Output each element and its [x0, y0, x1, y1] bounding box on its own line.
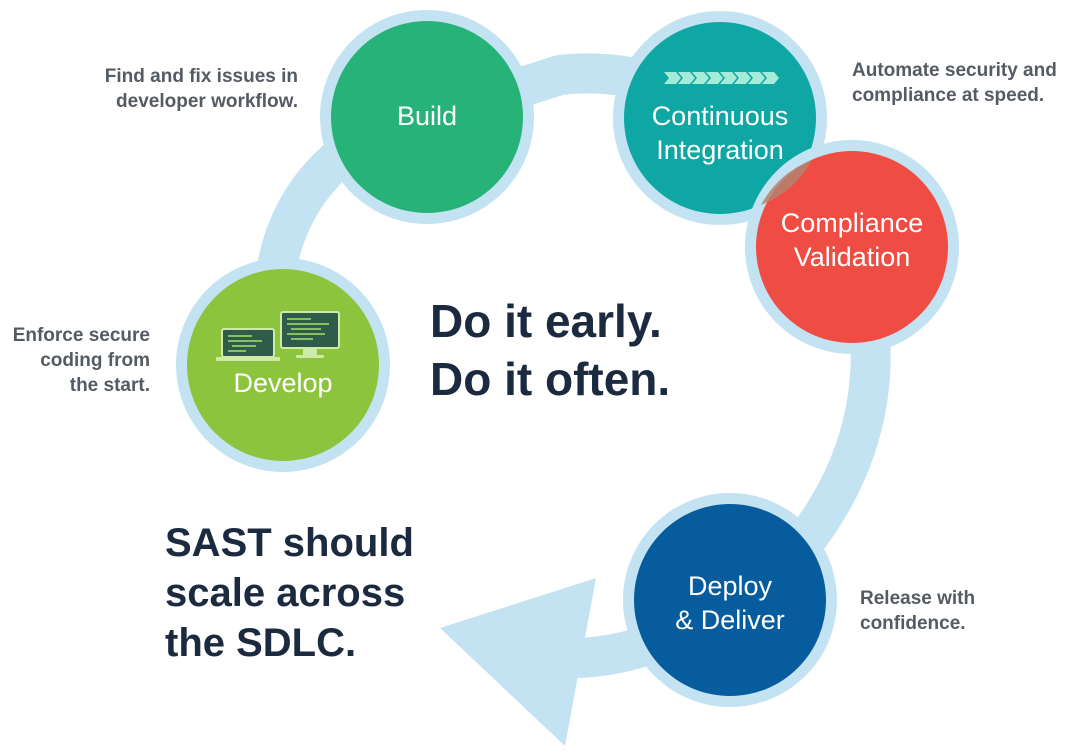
- develop-description: Enforce secure coding from the start.: [0, 323, 150, 398]
- develop-label-line: Develop: [233, 368, 333, 398]
- develop-description-line-3: the start.: [69, 375, 150, 396]
- build-label: Build: [347, 99, 507, 133]
- ci-label-line-2: Integration: [656, 135, 784, 165]
- ci-label: Continuous Integration: [630, 99, 810, 167]
- cycle-arrowhead: [440, 578, 596, 746]
- build-label-line: Build: [396, 101, 458, 131]
- bottom-headline-line-3: the SDLC.: [165, 621, 357, 665]
- ci-circle: [624, 22, 816, 214]
- ci-description-line-2: compliance at speed.: [852, 85, 1045, 106]
- center-headline: Do it early. Do it often.: [430, 292, 670, 408]
- compliance-label-line-1: Compliance: [780, 208, 924, 238]
- ci-compliance-overlap: [761, 160, 812, 205]
- build-description-line-1: Find and fix issues in: [104, 66, 298, 87]
- compliance-label: Compliance Validation: [762, 206, 942, 274]
- deploy-label-line-1: Deploy: [687, 571, 773, 601]
- compliance-circle: [756, 151, 948, 343]
- bottom-headline-line-2: scale across: [165, 571, 406, 615]
- ci-label-line-1: Continuous: [651, 101, 789, 131]
- ci-description-line-1: Automate security and: [852, 60, 1057, 81]
- deploy-description-line-1: Release with: [860, 588, 976, 609]
- center-headline-line-1: Do it early.: [430, 295, 662, 347]
- develop-label: Develop: [203, 366, 363, 400]
- build-circle: [331, 21, 523, 213]
- deploy-label-line-2: & Deliver: [675, 605, 785, 635]
- laptop-monitor-icon: [216, 311, 340, 361]
- develop-circle: [187, 269, 379, 461]
- develop-description-line-2: coding from: [40, 350, 150, 371]
- bottom-headline: SAST should scale across the SDLC.: [165, 518, 414, 668]
- ci-description: Automate security and compliance at spee…: [852, 58, 1078, 108]
- build-description: Find and fix issues in developer workflo…: [80, 64, 298, 114]
- deploy-label: Deploy & Deliver: [640, 569, 820, 637]
- deploy-description: Release with confidence.: [860, 586, 1060, 636]
- bottom-headline-line-1: SAST should: [165, 521, 414, 565]
- deploy-circle: [634, 504, 826, 696]
- deploy-description-line-2: confidence.: [860, 613, 966, 634]
- center-headline-line-2: Do it often.: [430, 353, 671, 405]
- compliance-label-line-2: Validation: [793, 242, 911, 272]
- build-description-line-2: developer workflow.: [116, 91, 298, 112]
- chevron-chain-icon: [664, 72, 779, 84]
- develop-description-line-1: Enforce secure: [12, 325, 150, 346]
